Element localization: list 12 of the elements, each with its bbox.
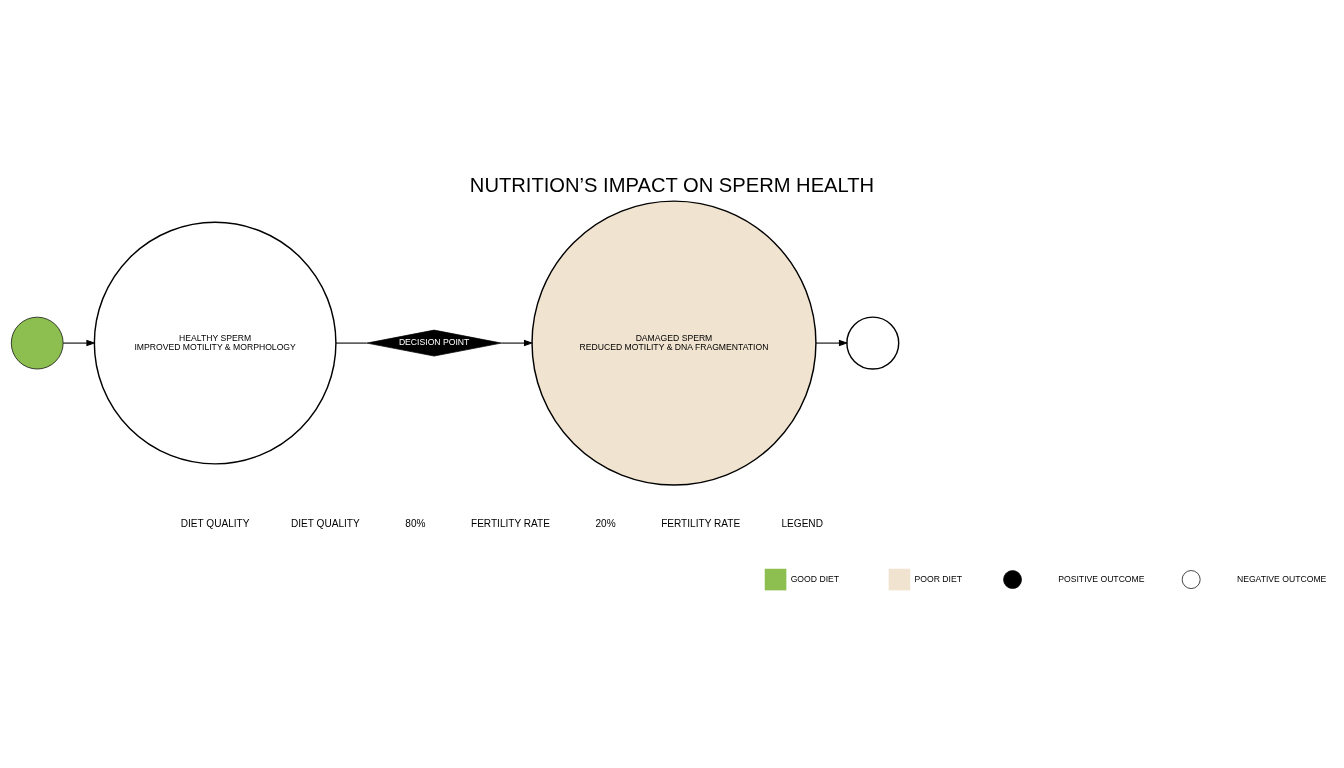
legend-label: NEGATIVE OUTCOME (1236, 573, 1327, 584)
legend-label: GOOD DIET (790, 573, 840, 584)
label: FERTILITY RATE (470, 517, 550, 529)
label: DIET QUALITY (291, 517, 360, 529)
label: DIET QUALITY (180, 517, 250, 529)
label: 80% (405, 517, 426, 529)
diagram-title: NUTRITION’S IMPACT ON SPERM HEALTH (469, 173, 875, 196)
label: 20% (595, 517, 616, 529)
legend-label: POSITIVE OUTCOME (1058, 573, 1145, 584)
legend-label: POOR DIET (914, 573, 963, 584)
label: LEGEND (781, 517, 823, 529)
label: FERTILITY RATE (661, 517, 741, 529)
